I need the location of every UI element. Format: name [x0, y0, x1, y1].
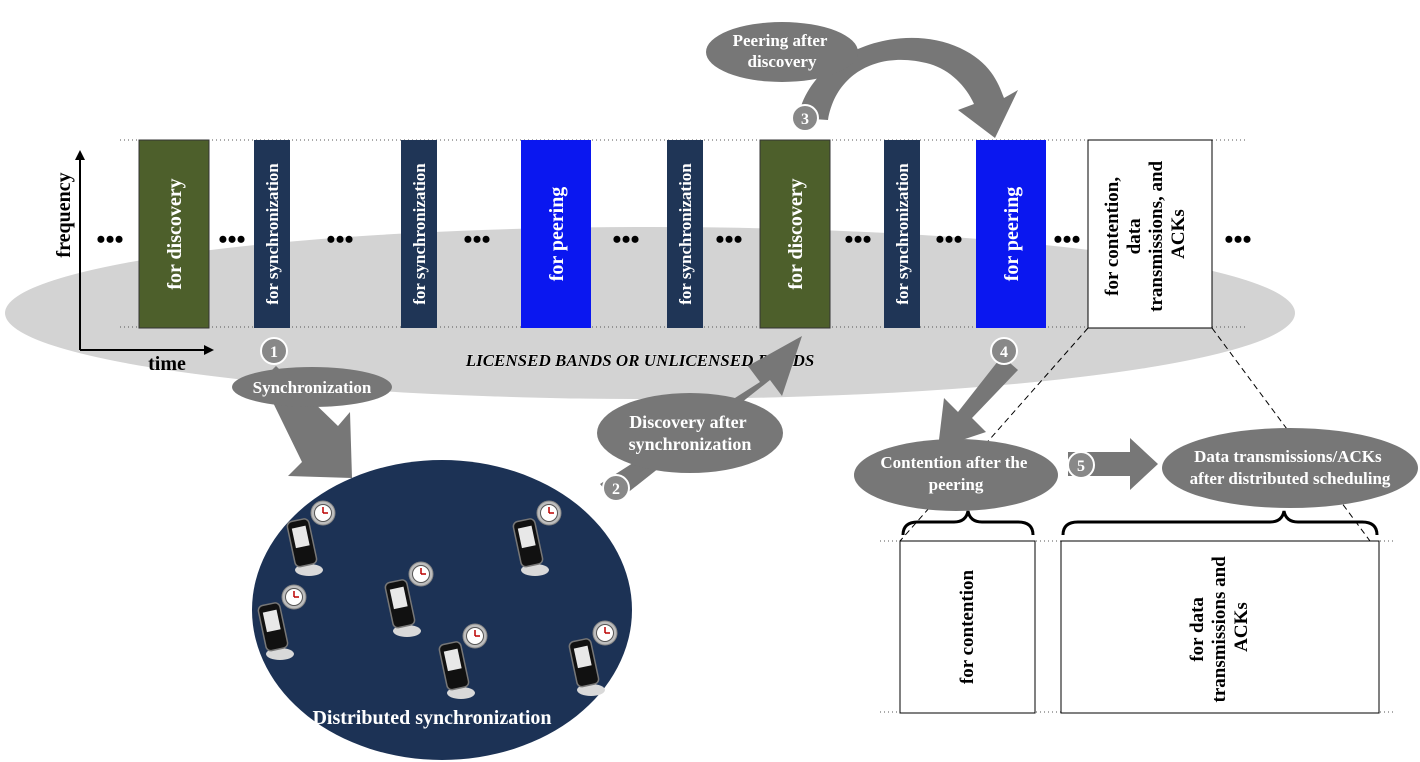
mobile-phone-icon — [512, 518, 549, 576]
axes: frequency time — [53, 150, 214, 375]
x-axis-label: time — [148, 353, 186, 375]
step-3-label: Peering after discovery — [733, 31, 832, 71]
sync-block-4-label: for synchronization — [893, 163, 912, 305]
mobile-phone-icon — [257, 602, 294, 660]
clock-icon — [408, 561, 434, 587]
data-brace — [1061, 510, 1379, 536]
clock-icon — [536, 500, 562, 526]
mobile-phone-icon — [568, 638, 605, 696]
ellipsis: ••• — [463, 225, 490, 254]
braces — [901, 510, 1379, 536]
ellipsis: ••• — [844, 225, 871, 254]
sync-block-2-label: for synchronization — [410, 163, 429, 305]
step-5-number: 5 — [1077, 458, 1085, 475]
band-label: LICENSED BANDS OR UNLICENSED BANDS — [465, 351, 815, 370]
contention-detail-label: for contention — [957, 569, 978, 684]
sync-block-2 — [401, 140, 437, 328]
data-detail-block — [1060, 540, 1380, 714]
discovery-block-1-label: for discovery — [164, 178, 186, 289]
ellipsis: ••• — [326, 225, 353, 254]
mobile-phone-icon — [384, 579, 421, 637]
sync-block-3 — [667, 140, 703, 328]
sync-block-1-label: for synchronization — [263, 163, 282, 305]
step-2-label: Discovery after synchronization — [629, 412, 752, 454]
ellipsis: ••• — [1224, 225, 1251, 254]
discovery-block-1 — [138, 139, 210, 329]
data-detail-label: for data transmissions and ACKs — [1187, 552, 1252, 703]
ellipsis: ••• — [96, 225, 123, 254]
step-markers: 1 2 3 4 5 — [260, 104, 1095, 502]
discovery-block-2 — [759, 139, 831, 329]
step-1-label: Synchronization — [253, 378, 372, 397]
step-1-number: 1 — [270, 344, 278, 361]
clock-icon — [592, 620, 618, 646]
callouts: Synchronization Discovery after synchron… — [232, 22, 1418, 511]
step-2-number: 2 — [612, 481, 620, 498]
network-label: Distributed synchronization — [312, 707, 551, 729]
ellipsis-marks: ••• ••• ••• ••• ••• ••• ••• ••• ••• ••• — [96, 225, 1251, 254]
sync-block-3-label: for synchronization — [676, 163, 695, 305]
ellipsis: ••• — [935, 225, 962, 254]
contention-brace — [901, 510, 1035, 536]
ellipsis: ••• — [715, 225, 742, 254]
mobile-phone-icon — [286, 518, 323, 576]
peering-block-1 — [521, 140, 591, 328]
sync-block-4 — [884, 140, 920, 328]
ellipsis: ••• — [1053, 225, 1080, 254]
peering-block-2-label: for peering — [1001, 187, 1023, 282]
ellipsis: ••• — [218, 225, 245, 254]
sync-block-1 — [254, 140, 290, 328]
peering-block-1-label: for peering — [546, 187, 568, 282]
contention-data-block-label: for contention, data transmissions, and … — [1102, 156, 1189, 312]
discovery-block-2-label: for discovery — [785, 178, 807, 289]
mobile-phone-icon — [438, 641, 475, 699]
network-cluster: Distributed synchronization — [252, 460, 632, 760]
y-axis-label: frequency — [53, 172, 75, 257]
band-ellipse — [5, 227, 1295, 399]
ellipsis: ••• — [612, 225, 639, 254]
step-4-number: 4 — [1000, 344, 1008, 361]
step-3-number: 3 — [801, 111, 809, 128]
contention-data-block — [1087, 139, 1213, 329]
clock-icon — [310, 500, 336, 526]
contention-detail-block — [899, 540, 1036, 714]
arrow-data — [1068, 438, 1158, 490]
arrow-contention — [938, 356, 1018, 448]
clock-icon — [462, 623, 488, 649]
clock-icon — [281, 584, 307, 610]
peering-block-2 — [976, 140, 1046, 328]
step-5-label: Data transmissions/ACKs after distribute… — [1190, 447, 1391, 488]
arrow-peering — [798, 37, 1018, 138]
detail-blocks: for contention for data transmissions an… — [899, 540, 1380, 714]
step-4-label: Contention after the peering — [880, 453, 1031, 494]
resource-blocks: for discovery for synchronization for sy… — [138, 139, 1213, 329]
